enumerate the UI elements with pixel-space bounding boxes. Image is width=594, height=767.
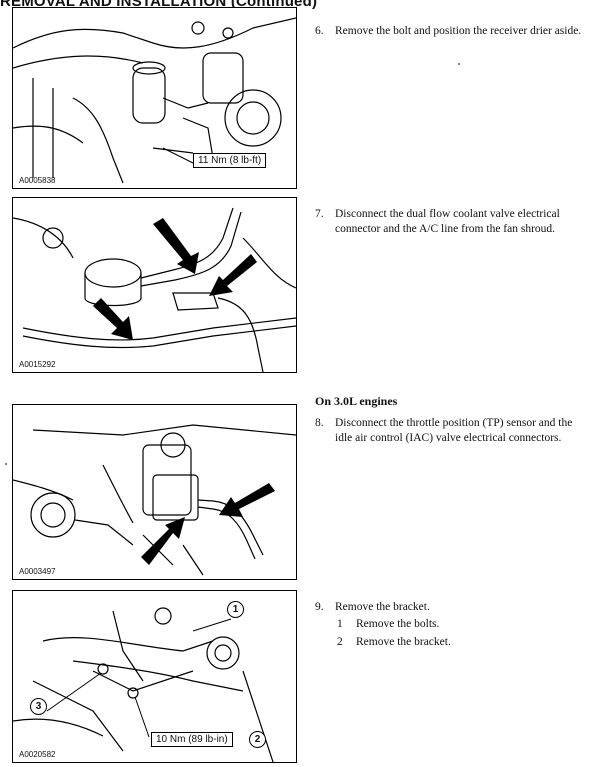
step-6: 6. Remove the bolt and position the rece… <box>315 24 587 39</box>
figure-bracket: 1 3 10 Nm (89 lb-in) 2 A0020582 <box>12 590 297 763</box>
step-text: Remove the bracket. <box>335 601 430 613</box>
figure-id: A0015292 <box>19 360 56 369</box>
section-heading: On 3.0L engines <box>315 394 398 408</box>
illustration-coolant-valve <box>13 207 296 372</box>
illustration-throttle-body <box>13 424 296 576</box>
figure-id: A0020582 <box>19 750 56 759</box>
substep-text: Remove the bracket. <box>356 636 451 648</box>
torque-spec-label: 10 Nm (89 lb-in) <box>151 732 233 747</box>
step-number: 6. <box>315 25 324 37</box>
step-8: 8. Disconnect the throttle position (TP)… <box>315 416 587 446</box>
figure-id: A0003497 <box>19 567 56 576</box>
figure-throttle-body: A0003497 <box>12 404 297 580</box>
figure-receiver-drier: 11 Nm (8 lb-ft) A0005838 <box>12 7 297 189</box>
torque-spec-label: 11 Nm (8 lb-ft) <box>193 153 267 168</box>
step-9: 9. Remove the bracket. <box>315 600 587 615</box>
illustration-bracket <box>13 607 274 762</box>
step-text: Disconnect the dual flow coolant valve e… <box>335 208 560 235</box>
substep-2: 2 Remove the bracket. <box>337 635 451 650</box>
step-text: Disconnect the throttle position (TP) se… <box>335 417 573 444</box>
scan-speck <box>458 63 460 65</box>
substep-number: 1 <box>337 618 343 630</box>
illustration-receiver-drier <box>13 17 296 184</box>
scan-speck <box>5 463 7 465</box>
step-number: 9. <box>315 601 324 613</box>
page-header: REMOVAL AND INSTALLATION (Continued) <box>0 0 318 10</box>
step-7: 7. Disconnect the dual flow coolant valv… <box>315 207 587 237</box>
callout-3: 3 <box>30 698 47 715</box>
callout-2: 2 <box>249 731 266 748</box>
substep-1: 1 Remove the bolts. <box>337 617 439 632</box>
substep-number: 2 <box>337 636 343 648</box>
callout-1: 1 <box>227 601 244 618</box>
figure-coolant-valve: A0015292 <box>12 197 297 373</box>
step-text: Remove the bolt and position the receive… <box>335 25 582 37</box>
substep-text: Remove the bolts. <box>356 618 440 630</box>
step-number: 8. <box>315 417 324 429</box>
step-number: 7. <box>315 208 324 220</box>
figure-id: A0005838 <box>19 176 56 185</box>
